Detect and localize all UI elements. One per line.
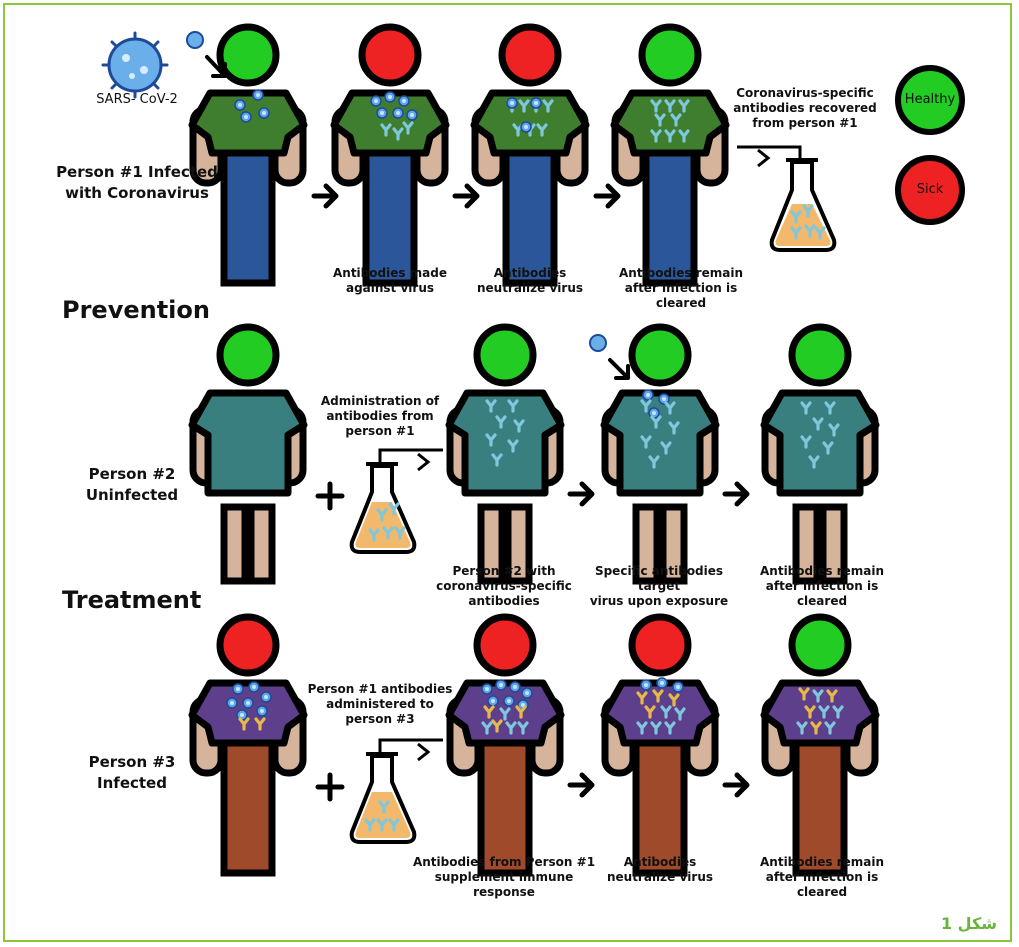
row3-administration: Person #1 antibodies administered to per… (306, 682, 454, 727)
person-2-stage-2 (449, 327, 561, 581)
person-1-label: Person #1 Infected with Coronavirus (52, 162, 222, 204)
flask-row1-caption: Coronavirus-specific antibodies recovere… (730, 86, 880, 131)
row3-caption-3: Antibodies remain after infection is cle… (744, 855, 900, 900)
row1-caption-2: Antibodies neutralize virus (470, 266, 590, 296)
small-virus-icon (187, 32, 203, 48)
row3-caption-1: Antibodies from Person #1 supplement imm… (404, 855, 604, 900)
row2-caption-1: Person #2 with coronavirus-specific anti… (434, 564, 574, 609)
person-3-stage-4 (764, 617, 876, 873)
flask-row3-icon (352, 740, 443, 842)
person-3-stage-3 (604, 617, 716, 873)
person-3-stage-2 (449, 617, 561, 873)
row1-caption-3: Antibodies remain after infection is cle… (598, 266, 764, 311)
person-2-stage-4 (764, 327, 876, 581)
prevention-title: Prevention (62, 296, 210, 324)
person-2-stage-3 (604, 327, 716, 581)
row2-caption-2: Specific antibodies target virus upon ex… (578, 564, 740, 609)
flask-row1-icon (737, 147, 834, 250)
person-2-stage-1 (192, 327, 304, 581)
incoming-arrow-icon-row2 (610, 360, 628, 378)
row1-caption-1: Antibodies made against virus (330, 266, 450, 296)
person-1-stage-1 (192, 27, 304, 283)
plus-icons (318, 484, 342, 799)
figure-caption: شکل 1 (941, 914, 997, 933)
person-2-label: Person #2 Uninfected (62, 464, 202, 506)
legend-sick-label: Sick (898, 182, 962, 197)
virus-label: SARS- CoV-2 (82, 92, 192, 107)
sars-cov-2-virus-icon (103, 33, 167, 97)
row2-caption-3: Antibodies remain after infection is cle… (744, 564, 900, 609)
person-1-stage-2 (334, 27, 446, 283)
treatment-title: Treatment (62, 586, 201, 614)
row2-administration: Administration of antibodies from person… (318, 394, 442, 439)
person-1-stage-4 (614, 27, 726, 283)
person-1-stage-3 (474, 27, 586, 283)
person-3-stage-1 (192, 617, 304, 873)
legend-healthy-label: Healthy (898, 92, 962, 107)
small-virus-icon-row2 (590, 335, 606, 351)
flask-row2-icon (352, 450, 443, 552)
row3-caption-2: Antibodies neutralize virus (600, 855, 720, 885)
person-3-label: Person #3 Infected (62, 752, 202, 794)
